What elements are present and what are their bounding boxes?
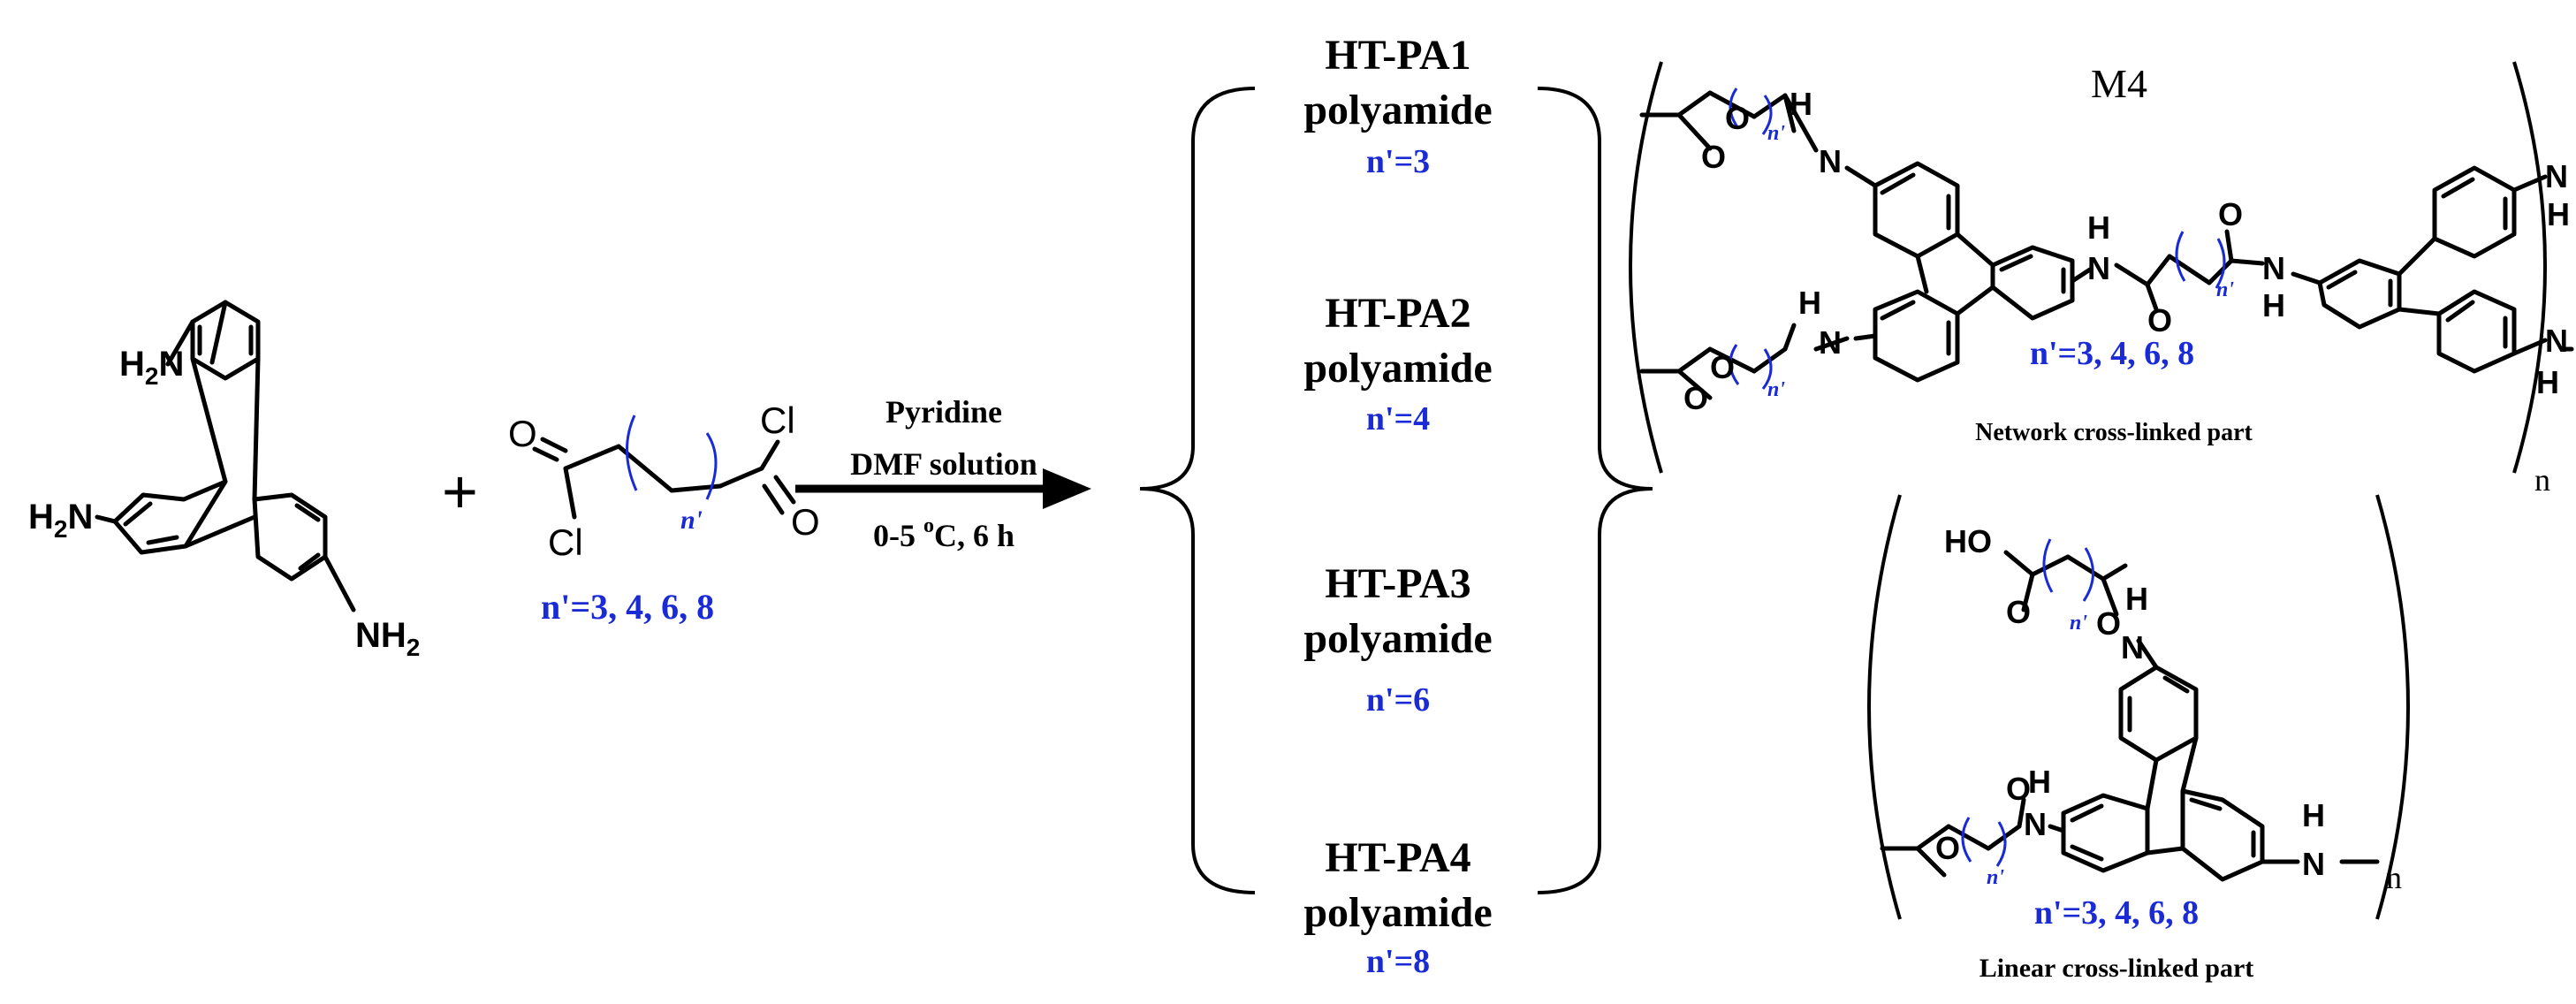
network-h-6: H [2536, 364, 2559, 400]
network-repeat-1: n' [1767, 122, 1785, 145]
linear-subscript: n [2386, 860, 2402, 895]
network-o-2: O [1701, 139, 1726, 175]
product-n: n'=6 [1366, 681, 1430, 719]
network-n-values: n'=3, 4, 6, 8 [2030, 335, 2194, 372]
acid-chloride-structure [532, 415, 796, 520]
network-o-3: O [1710, 349, 1735, 385]
network-repeat-2: n' [1767, 378, 1785, 401]
linear-repeat-1: n' [2070, 612, 2087, 635]
linear-h-2: H [2028, 764, 2051, 800]
acid-cl-top: Cl [760, 399, 795, 441]
product-type: polyamide [1303, 345, 1492, 392]
right-curly-brace [1537, 87, 1653, 894]
network-nh-1: N [1819, 143, 1842, 179]
product-name: HT-PA3 [1325, 560, 1470, 607]
network-h-4: H [2262, 287, 2285, 323]
network-caption: Network cross-linked part [1975, 419, 2253, 446]
plus-sign: + [442, 457, 478, 526]
linear-n-2: N [2024, 806, 2047, 842]
linear-n-3: N [2302, 846, 2325, 882]
acid-repeat-label: n' [680, 506, 703, 535]
network-h-1: H [1790, 86, 1812, 122]
network-o-4: O [1683, 380, 1708, 416]
condition-solvent: DMF solution [850, 446, 1037, 482]
product-ht-pa3: HT-PA3 polyamide n'=6 [1303, 560, 1492, 719]
network-h-2: H [1798, 285, 1821, 321]
product-name: HT-PA1 [1325, 32, 1470, 79]
product-n: n'=8 [1366, 943, 1430, 980]
acid-o-right: O [791, 501, 820, 543]
network-nh-2: N [1819, 324, 1842, 361]
linear-ho: HO [1944, 523, 1992, 559]
acid-n-values: n'=3, 4, 6, 8 [541, 587, 714, 627]
linear-o-2: O [2096, 605, 2121, 642]
product-name: HT-PA2 [1325, 290, 1470, 337]
network-o-5: O [2147, 302, 2172, 338]
linear-h-3: H [2302, 797, 2325, 833]
network-structure [1629, 61, 2574, 474]
network-h-3: H [2087, 209, 2110, 246]
network-title: M4 [2091, 61, 2147, 106]
triaminotriptycene-structure [95, 300, 356, 612]
product-type: polyamide [1303, 87, 1492, 133]
product-ht-pa2: HT-PA2 polyamide n'=4 [1303, 290, 1492, 437]
network-o-6: O [2218, 196, 2243, 232]
network-h-5: H [2547, 196, 2570, 232]
amine-label-left: H2N [28, 498, 93, 543]
product-n: n'=4 [1366, 400, 1430, 437]
linear-o-4: O [2006, 771, 2031, 807]
linear-repeat-2: n' [1987, 866, 2004, 889]
reaction-arrow [795, 468, 1091, 509]
network-nh-6: N [2545, 323, 2568, 359]
network-subscript: n [2534, 462, 2550, 498]
network-o-1: O [1725, 100, 1750, 136]
amine-label-top: H2N [119, 345, 184, 390]
linear-n-values: n'=3, 4, 6, 8 [2034, 894, 2199, 932]
amine-label-right: NH2 [355, 616, 420, 661]
condition-temp-time: 0-5 oC, 6 h [873, 514, 1014, 553]
product-name: HT-PA4 [1325, 834, 1470, 881]
network-nh-4: N [2262, 250, 2285, 286]
product-n: n'=3 [1366, 143, 1430, 180]
network-nh-5: N [2545, 158, 2568, 194]
condition-pyridine: Pyridine [885, 394, 1002, 430]
network-repeat-3: n' [2216, 278, 2234, 301]
linear-h-1: H [2125, 581, 2148, 617]
linear-structure [1867, 494, 2410, 920]
linear-o-1: O [2006, 594, 2031, 630]
linear-caption: Linear cross-linked part [1979, 954, 2254, 983]
product-ht-pa1: HT-PA1 polyamide n'=3 [1303, 32, 1492, 180]
linear-o-3: O [1935, 830, 1960, 866]
linear-n-1: N [2121, 629, 2144, 666]
product-type: polyamide [1303, 615, 1492, 662]
product-ht-pa4: HT-PA4 polyamide n'=8 [1303, 834, 1492, 980]
acid-cl-bottom: Cl [548, 521, 583, 563]
acid-o-left: O [508, 413, 537, 454]
left-curly-brace [1139, 87, 1256, 894]
product-type: polyamide [1303, 889, 1492, 936]
network-nh-3: N [2087, 250, 2110, 286]
